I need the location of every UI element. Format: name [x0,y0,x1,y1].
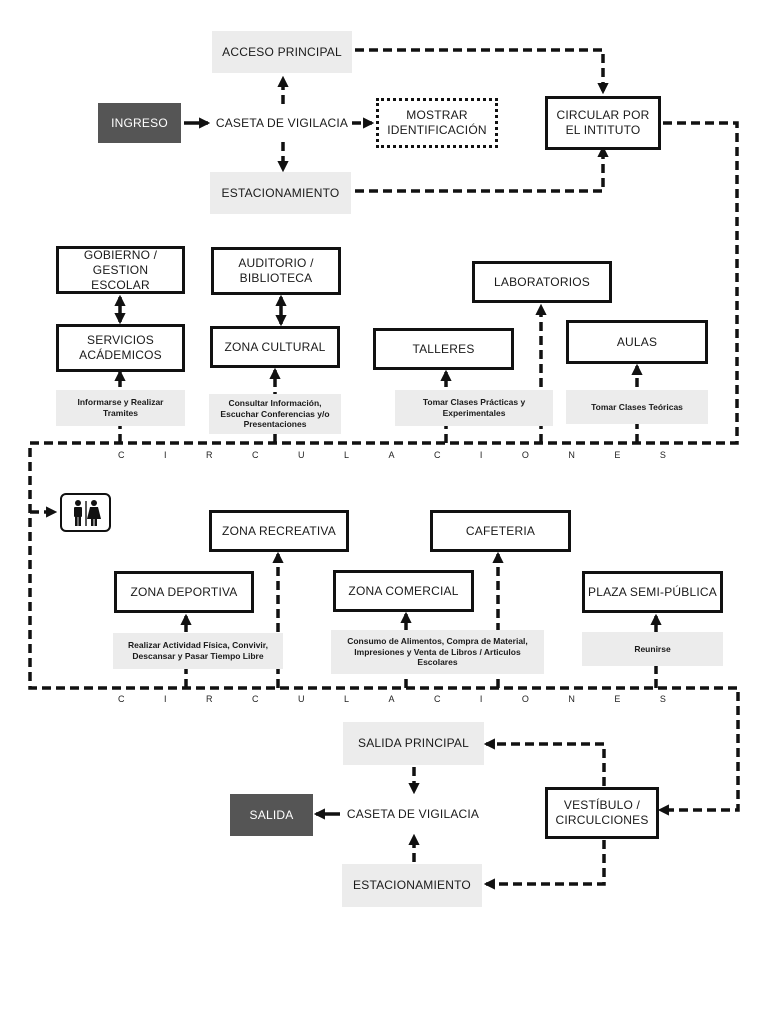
vestibulo-to-salida-principal-arrow [483,738,606,786]
cultural-activity: Consultar Información, Escuchar Conferen… [209,394,341,434]
caseta-vigilancia-node: CASETA DE VIGILACIA [215,115,349,130]
circular-node: CIRCULAR POR EL INTITUTO [545,96,661,150]
estacionamiento-to-circular-arrow [355,145,609,193]
acceso-to-circular-arrow [355,48,609,95]
plaza-semi-publica-node: PLAZA SEMI-PÚBLICA [582,571,723,613]
comercial-activity: Consumo de Alimentos, Compra de Material… [331,630,544,674]
mostrar-identificacion-node: MOSTRAR IDENTIFICACIÓN [376,98,498,148]
circular-to-upper-circulation [28,121,740,816]
salida-principal-node: SALIDA PRINCIPAL [343,722,484,765]
zona-comercial-node: ZONA COMERCIAL [333,570,474,612]
ingreso-node: INGRESO [98,103,181,143]
servicios-academicos-node: SERVICIOS ACÁDEMICOS [56,324,185,372]
vestibulo-to-estacionamiento-arrow [483,840,606,890]
vestibulo-node: VESTÍBULO / CIRCULCIONES [545,787,659,839]
talleres-node: TALLERES [373,328,514,370]
estacionamiento-exit-node: ESTACIONAMIENTO [342,864,482,907]
zona-deportiva-node: ZONA DEPORTIVA [114,571,254,613]
restroom-icon [60,493,111,532]
talleres-activity: Tomar Clases Prácticas y Experimentales [395,390,553,426]
servicios-activity: Informarse y Realizar Tramites [56,390,185,426]
aulas-activity: Tomar Clases Teóricas [566,390,708,424]
caseta-vigilancia-exit-node: CASETA DE VIGILACIA [346,806,480,821]
acceso-principal-node: ACCESO PRINCIPAL [212,31,352,73]
zona-recreativa-node: ZONA RECREATIVA [209,510,349,552]
zona-cultural-node: ZONA CULTURAL [210,326,340,368]
gobierno-node: GOBIERNO / GESTION ESCOLAR [56,246,185,294]
laboratorios-node: LABORATORIOS [472,261,612,303]
aulas-node: AULAS [566,320,708,364]
plaza-activity: Reunirse [582,632,723,666]
estacionamiento-entry-node: ESTACIONAMIENTO [210,172,351,214]
salida-node: SALIDA [230,794,313,836]
deportiva-activity: Realizar Actividad Física, Convivir, Des… [113,633,283,669]
cafeteria-node: CAFETERIA [430,510,571,552]
auditorio-node: AUDITORIO / BIBLIOTECA [211,247,341,295]
